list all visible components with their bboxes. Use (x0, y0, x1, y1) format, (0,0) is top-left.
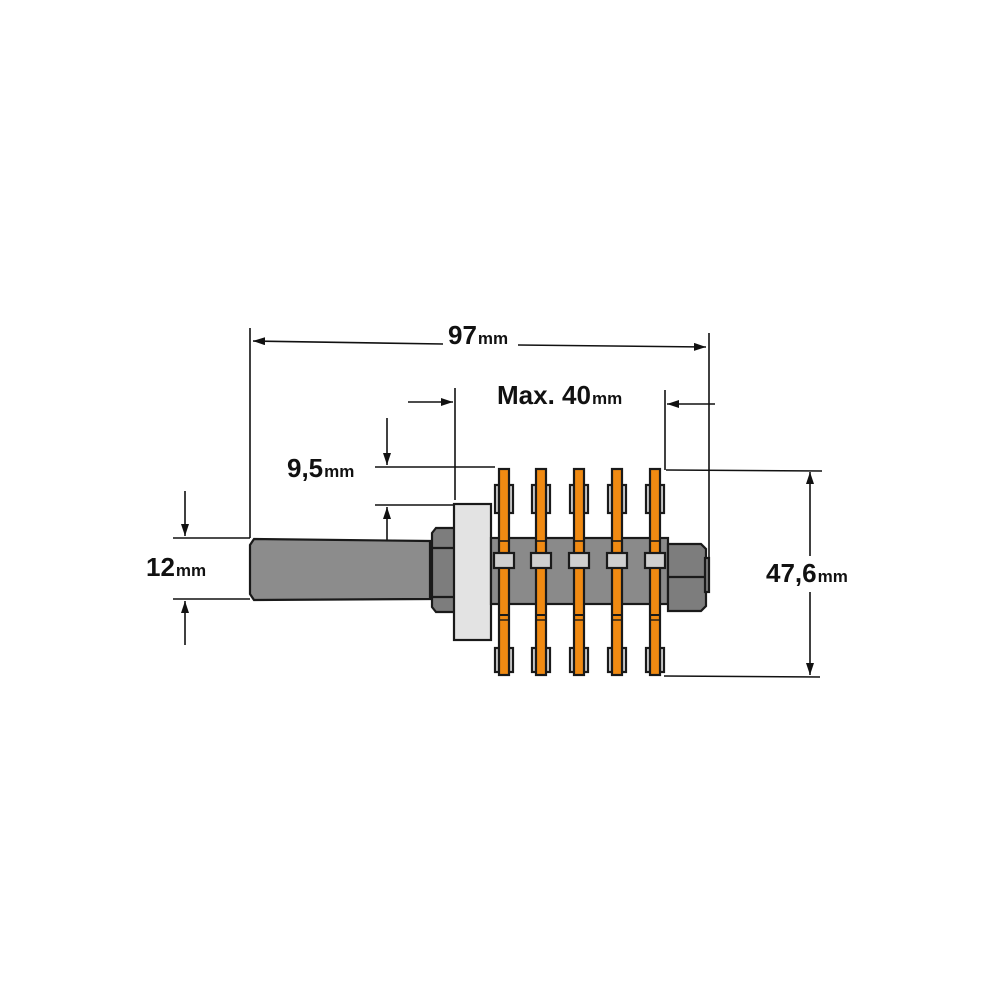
cut-depth-label: 9,5mm (287, 453, 354, 483)
dimension-cut-depth: 9,5mm (287, 418, 495, 552)
slotting-cutters (492, 467, 667, 677)
cutter-3 (567, 467, 591, 677)
overall-length-label: 97mm (448, 320, 508, 350)
cutter-1 (492, 467, 516, 677)
shank (248, 537, 432, 602)
cutter-2 (529, 467, 553, 677)
dimension-shank-diameter: 12mm (146, 491, 250, 645)
cutter-4 (605, 467, 629, 677)
dimension-max-cut-width: Max. 40mm (408, 380, 715, 500)
dimension-overall-length: 97mm (249, 320, 710, 560)
cutter-5 (643, 467, 667, 677)
end-nut (666, 542, 711, 613)
max-cut-width-label: Max. 40mm (497, 380, 622, 410)
dimension-cutter-diameter: 47,6mm (663, 469, 848, 678)
cutter-diameter-label: 47,6mm (766, 558, 848, 588)
shank-diameter-label: 12mm (146, 552, 206, 582)
bearing (452, 502, 493, 642)
